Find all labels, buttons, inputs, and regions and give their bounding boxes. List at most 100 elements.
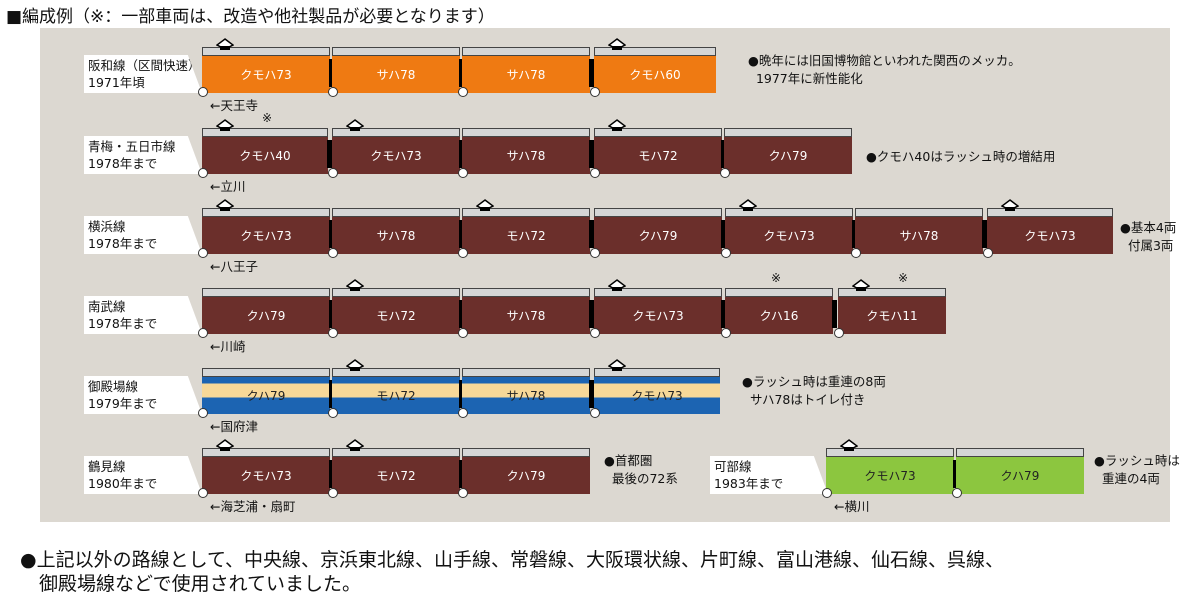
car-roof	[462, 128, 590, 137]
pantograph-icon	[1000, 196, 1020, 211]
car-roof	[332, 47, 460, 56]
car-label: サハ78	[376, 229, 416, 243]
direction-label: ←海芝浦・扇町	[210, 499, 296, 514]
gangway	[459, 220, 464, 248]
train-car: サハ78	[332, 208, 460, 254]
direction-label: ←立川	[210, 179, 246, 194]
train-car: クハ79	[956, 448, 1084, 494]
train-car: クハ79	[202, 368, 330, 414]
line-period: 1979年まで	[88, 396, 158, 411]
car-roof	[202, 368, 330, 377]
car-label: サハ78	[506, 309, 546, 323]
car-roof	[202, 288, 330, 297]
car-label: クハ79	[246, 309, 286, 323]
train-car: モハ72	[332, 368, 460, 414]
formation-note: ●ラッシュ時は 重連の4両	[1094, 453, 1180, 486]
coupler-icon	[198, 168, 208, 178]
car-body: クモハ73	[725, 217, 853, 254]
car-roof	[462, 448, 590, 457]
train-car: クモハ73	[332, 128, 460, 174]
coupler-icon	[721, 328, 731, 338]
train-car: クハ16	[725, 288, 833, 334]
footer-line-2: 御殿場線などで使用されていました。	[20, 573, 362, 595]
car-body: クハ79	[202, 297, 330, 334]
car-roof	[202, 208, 330, 217]
car-body: クハ79	[202, 377, 330, 414]
car-label: モハ72	[638, 149, 678, 163]
car-roof	[838, 288, 946, 297]
car-body: クモハ73	[202, 217, 330, 254]
line-name: 南武線	[88, 299, 126, 314]
car-body: クモハ60	[594, 56, 716, 93]
car-body: クモハ73	[594, 377, 720, 414]
coupler-icon	[328, 328, 338, 338]
formation-note: ●ラッシュ時は重連の8両 サハ78はトイレ付き	[742, 374, 886, 407]
car-body: サハ78	[462, 137, 590, 174]
note-mark: ※	[771, 271, 782, 285]
formation-note: ●首都圏 最後の72系	[604, 453, 678, 486]
car-label: モハ72	[506, 229, 546, 243]
car-label: クハ79	[768, 149, 808, 163]
train-car: クモハ40	[202, 128, 328, 174]
car-label: クハ16	[759, 309, 799, 323]
coupler-icon	[721, 248, 731, 258]
car-roof	[826, 448, 954, 457]
coupler-icon	[198, 328, 208, 338]
car-label: モハ72	[376, 389, 416, 403]
car-roof	[594, 47, 716, 56]
direction-label: ←八王子	[210, 259, 258, 274]
car-body: サハ78	[332, 56, 460, 93]
line-name: 横浜線	[88, 219, 126, 234]
car-body: クハ79	[462, 457, 590, 494]
car-roof	[462, 47, 590, 56]
train-car: モハ72	[462, 208, 590, 254]
car-label: クハ79	[1000, 469, 1040, 483]
car-roof	[462, 288, 590, 297]
car-roof	[855, 208, 983, 217]
gangway	[589, 220, 594, 248]
gangway	[459, 59, 464, 87]
formation-note: ●基本4両 付属3両	[1120, 220, 1177, 253]
gangway	[459, 380, 464, 408]
line-period: 1983年まで	[714, 476, 784, 491]
coupler-icon	[590, 168, 600, 178]
car-label: クモハ40	[239, 149, 291, 163]
car-body: モハ72	[332, 297, 460, 334]
coupler-icon	[458, 328, 468, 338]
coupler-icon	[198, 248, 208, 258]
car-body: クモハ11	[838, 297, 946, 334]
car-label: モハ72	[376, 309, 416, 323]
train-car: クモハ60	[594, 47, 716, 93]
coupler-icon	[590, 87, 600, 97]
train-car: クモハ11	[838, 288, 946, 334]
coupler-icon	[983, 248, 993, 258]
car-label: クハ79	[638, 229, 678, 243]
gangway	[589, 380, 594, 408]
coupler-icon	[198, 408, 208, 418]
car-body: クハ16	[725, 297, 833, 334]
coupler-icon	[458, 248, 468, 258]
coupler-icon	[328, 248, 338, 258]
direction-label: ←川崎	[210, 339, 246, 354]
gangway	[589, 59, 594, 87]
car-roof	[332, 368, 460, 377]
car-body: クモハ40	[202, 137, 328, 174]
train-car: クハ79	[724, 128, 852, 174]
gangway	[589, 140, 594, 168]
car-roof	[202, 47, 330, 56]
car-label: クモハ73	[370, 149, 422, 163]
car-roof	[462, 208, 590, 217]
pantograph-icon	[215, 116, 235, 131]
train-car: クハ79	[594, 208, 722, 254]
train-car: クモハ73	[202, 448, 330, 494]
gangway	[327, 140, 332, 168]
car-roof	[594, 288, 722, 297]
pantograph-icon	[475, 196, 495, 211]
coupler-icon	[458, 168, 468, 178]
note-mark: ※	[262, 111, 273, 125]
gangway	[329, 380, 334, 408]
